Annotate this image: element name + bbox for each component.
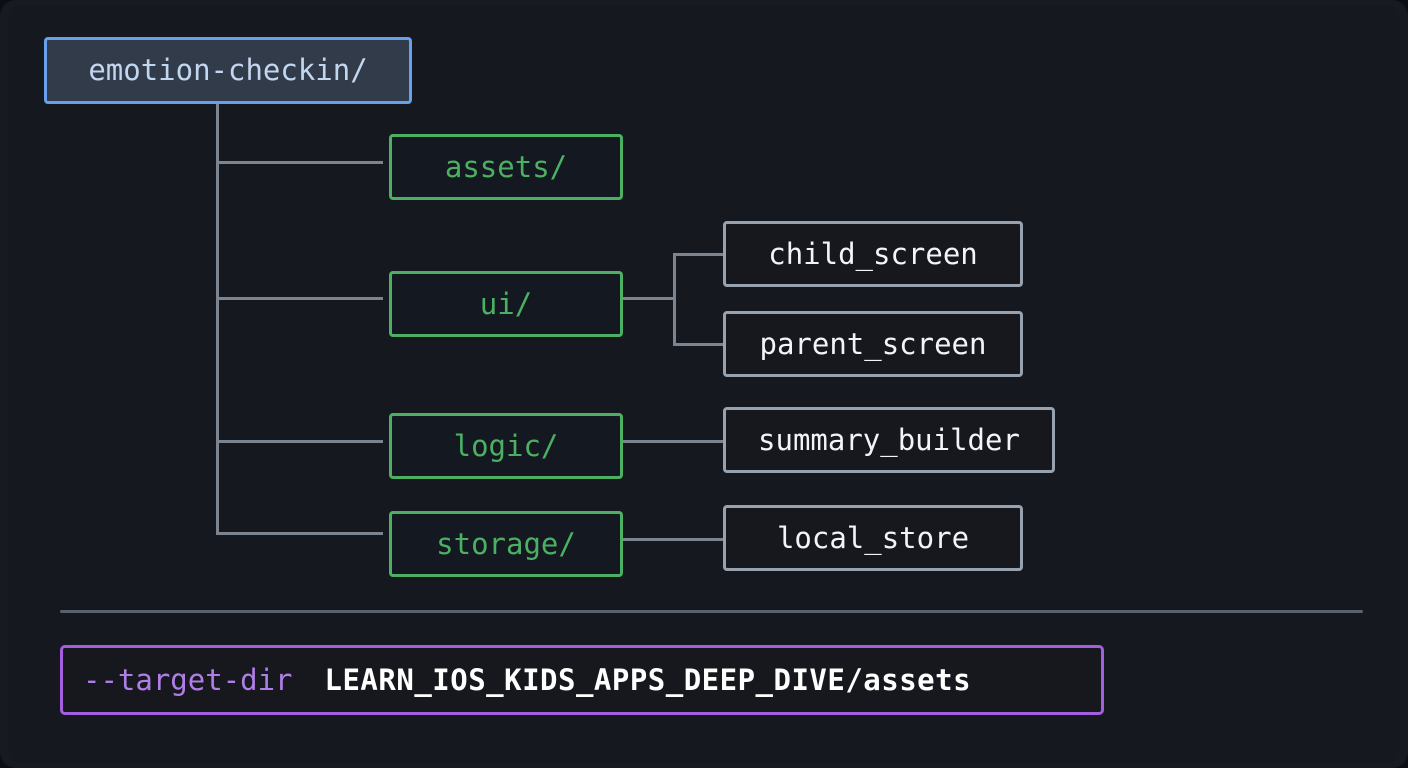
- node-leaf-summary-builder[interactable]: summary_builder: [723, 407, 1055, 473]
- ui-leg-line-child-screen: [673, 253, 725, 256]
- branch-line-storage: [216, 532, 383, 535]
- node-dir-storage[interactable]: storage/: [389, 511, 623, 577]
- leaf-line-local-store: [623, 538, 725, 541]
- node-label: parent_screen: [759, 327, 987, 361]
- command-value-label: LEARN_IOS_KIDS_APPS_DEEP_DIVE/assets: [324, 663, 972, 697]
- node-label: ui/: [479, 287, 533, 321]
- node-label: assets/: [444, 150, 568, 184]
- node-root-emotion-checkin[interactable]: emotion-checkin/: [44, 37, 412, 104]
- node-dir-ui[interactable]: ui/: [389, 271, 623, 337]
- node-dir-logic[interactable]: logic/: [389, 413, 623, 479]
- node-leaf-parent-screen[interactable]: parent_screen: [723, 311, 1023, 377]
- command-flag-label: --target-dir: [83, 663, 293, 697]
- node-label: storage/: [436, 527, 576, 561]
- node-label: logic/: [453, 429, 559, 463]
- node-label: summary_builder: [758, 423, 1020, 457]
- ui-split-riser-line: [673, 253, 676, 345]
- section-divider: [60, 610, 1363, 613]
- branch-line-logic: [216, 440, 383, 443]
- branch-line-ui: [216, 297, 383, 300]
- ui-leg-line-parent-screen: [673, 343, 725, 346]
- tree-trunk-line: [216, 98, 219, 535]
- diagram-canvas: emotion-checkin/ assets/ ui/ logic/ stor…: [8, 6, 1400, 762]
- node-label: child_screen: [768, 237, 978, 271]
- ui-split-stub-line: [623, 297, 676, 300]
- node-dir-assets[interactable]: assets/: [389, 134, 623, 200]
- node-leaf-local-store[interactable]: local_store: [723, 505, 1023, 571]
- node-leaf-child-screen[interactable]: child_screen: [723, 221, 1023, 287]
- branch-line-assets: [216, 161, 383, 164]
- node-label: local_store: [776, 521, 970, 555]
- command-bar[interactable]: --target-dir LEARN_IOS_KIDS_APPS_DEEP_DI…: [60, 645, 1104, 715]
- leaf-line-summary-builder: [623, 440, 725, 443]
- node-label: emotion-checkin/: [88, 52, 368, 87]
